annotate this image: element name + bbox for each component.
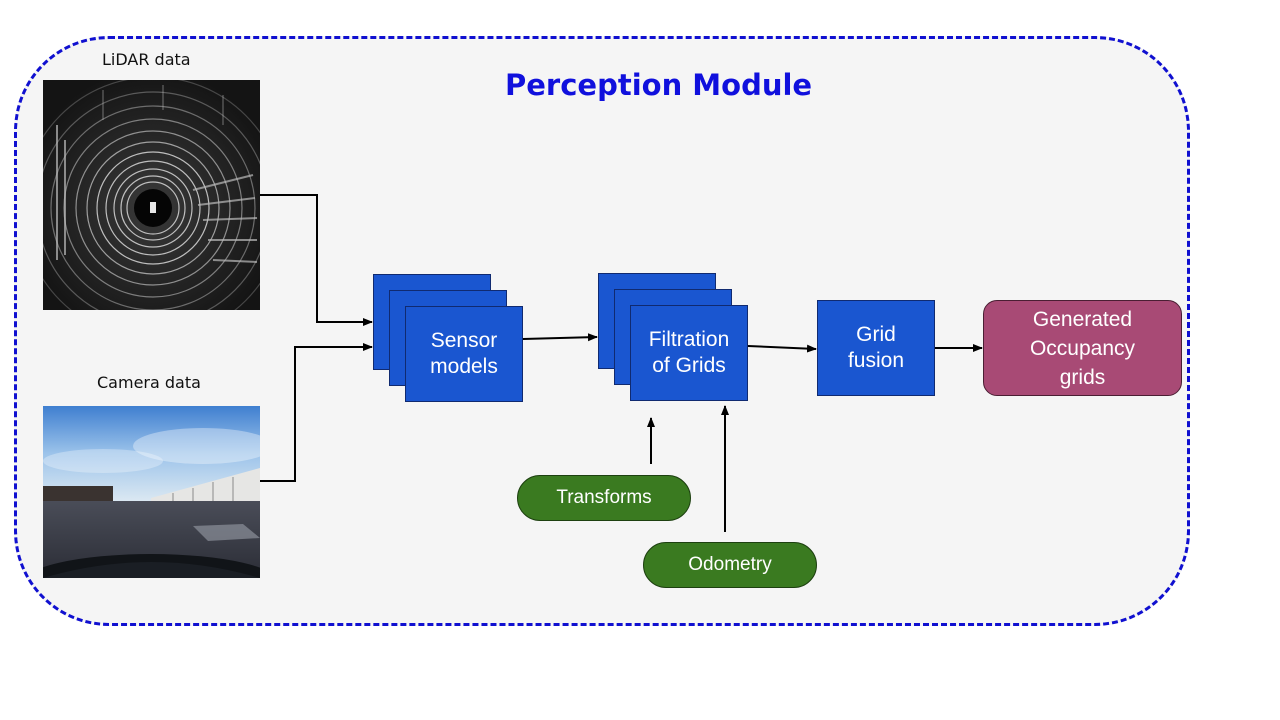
grid-fusion-block: Grid fusion xyxy=(817,300,935,396)
filtration-block: Filtration of Grids xyxy=(630,305,748,401)
camera-caption: Camera data xyxy=(97,373,201,392)
lidar-to-sensor-arrow xyxy=(260,194,373,326)
module-title: Perception Module xyxy=(505,68,813,102)
camera-to-sensor-arrow xyxy=(260,343,373,482)
filtration-to-fusion-arrow xyxy=(747,344,817,353)
occupancy-grids-output: Generated Occupancy grids xyxy=(983,300,1182,396)
sensor-models-block: Sensor models xyxy=(405,306,523,402)
lidar-caption: LiDAR data xyxy=(102,50,191,69)
odometry-input: Odometry xyxy=(643,542,817,588)
camera-image xyxy=(43,406,260,578)
sensor-to-filtration-arrow xyxy=(522,333,598,342)
lidar-image xyxy=(43,80,260,310)
transforms-input: Transforms xyxy=(517,475,691,521)
